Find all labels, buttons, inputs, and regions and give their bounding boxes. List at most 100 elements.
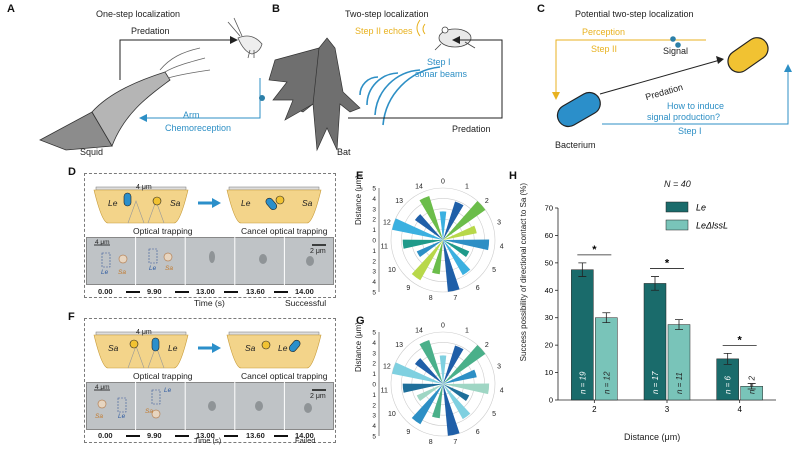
panel-e-ytick: 2 [372, 258, 376, 265]
panel-e-angle-label: 0 [441, 179, 445, 186]
panel-f-micro-le: Le [118, 413, 126, 420]
panel-d-time-0: 0.00 [98, 287, 113, 296]
panel-g-ytick: 4 [372, 340, 376, 347]
panel-a-arm: Arm [183, 110, 200, 120]
chart-ytick-label: 10 [545, 368, 553, 377]
panel-d-time-2: 13.00 [196, 287, 215, 296]
panel-g-wedge [432, 384, 443, 419]
chart-error-bar [723, 352, 732, 365]
panel-g-label: G [356, 315, 365, 327]
panel-b-diagram [268, 19, 503, 152]
panel-f-micro-le-2: Le [164, 387, 172, 394]
panel-g-ytick: 2 [372, 361, 376, 368]
panel-g-ytick: 3 [372, 350, 376, 357]
chart-ytick-label: 70 [545, 204, 553, 213]
panel-g-angle-label: 2 [485, 342, 489, 349]
panel-f-time-4: 14.00 [295, 431, 314, 440]
chart-ytick-label: 50 [545, 258, 553, 267]
panel-g-angle-label: 10 [388, 411, 396, 418]
panel-g-angle-label: 1 [465, 328, 469, 335]
panel-d-time-3: 13.60 [246, 287, 265, 296]
panel-c-induce-1: How to induce [667, 101, 725, 111]
panel-d-micro-sa: Sa [118, 269, 126, 276]
panel-e-angle-label: 3 [497, 219, 501, 226]
panel-c-induce-2: signal production? [647, 112, 721, 122]
panel-g-angle-label: 12 [383, 363, 391, 370]
panel-f-time-2: 13.00 [196, 431, 215, 440]
panel-e-angle-label: 13 [395, 198, 403, 205]
panel-g-ytick: 1 [372, 392, 376, 399]
panel-f-outcome: Failed [295, 436, 316, 445]
panel-e-angle-label: 8 [429, 295, 433, 302]
panel-e-angle-label: 10 [388, 267, 396, 274]
chart-error-bar [675, 319, 683, 330]
panel-f-time-label: Time (s) [194, 436, 222, 445]
panel-f-le: Le [168, 343, 178, 353]
panel-e-angle-label: 4 [500, 244, 504, 251]
bacterium-blue [556, 91, 601, 128]
panel-a-title: One-step localization [96, 9, 181, 19]
panel-f-time-bars [126, 435, 288, 437]
panel-b-predation: Predation [452, 124, 491, 134]
panel-e-angle-label: 1 [465, 184, 469, 191]
chart-n-label: n = 19 [578, 371, 587, 394]
panel-f-time-3: 13.60 [246, 431, 265, 440]
panel-e-wedge [443, 225, 477, 240]
chart-n-total: N = 40 [664, 179, 691, 189]
panel-e-wedge [432, 240, 443, 275]
panel-d-micro-sa-2: Sa [165, 265, 173, 272]
panel-e-wedge [419, 195, 443, 240]
panel-e-wedge [443, 239, 490, 251]
panel-g-angle-label: 4 [500, 388, 504, 395]
chart-legend-swatch [665, 201, 689, 213]
panel-d-sa: Sa [170, 198, 181, 208]
panel-f-cancel: Cancel optical trapping [241, 371, 328, 381]
panel-g-ytick: 5 [372, 330, 376, 337]
panel-g-wedge [392, 362, 443, 384]
panel-e-wedge [443, 240, 460, 292]
chart-error-bar [651, 276, 659, 291]
panel-d-time-label: Time (s) [194, 298, 225, 308]
panel-f-frame [84, 318, 336, 443]
panel-f-time-1: 9.90 [147, 431, 162, 440]
panel-g-angle-label: 11 [381, 388, 388, 395]
chart-n-label: n = 6 [724, 375, 733, 394]
panel-f-le-right: Le [278, 343, 288, 353]
chart-xtick-label: 2 [592, 405, 597, 414]
frog-icon [434, 26, 476, 51]
panel-e-ytick: 5 [372, 186, 376, 193]
panel-d-le-right: Le [241, 198, 251, 208]
panel-g-ytick: 4 [372, 423, 376, 430]
panel-e-ytick: 5 [372, 290, 376, 297]
chart-error-bar [578, 262, 587, 277]
chart-significance-star: * [592, 244, 597, 256]
chart-significance-star: * [738, 334, 743, 346]
panel-d-sa-right: Sa [302, 198, 313, 208]
chart-n-label: n = 2 [748, 375, 757, 394]
panel-a-label: A [7, 3, 15, 15]
panel-g-wedge [443, 384, 460, 436]
panel-b-bat: Bat [337, 147, 351, 157]
panel-f-optical: Optical trapping [133, 371, 193, 381]
panel-f-distance: 4 μm [136, 329, 152, 336]
panel-d-label: D [68, 166, 76, 178]
chart-error-bar [602, 312, 611, 324]
panel-g-wedge [416, 384, 443, 402]
panel-e-angle-label: 7 [453, 295, 457, 302]
panel-f-label: F [68, 311, 75, 323]
chart-error-bar [747, 383, 756, 390]
panel-e-angle-label: 2 [485, 198, 489, 205]
panel-d-micro-distance: 4 μm [95, 239, 110, 246]
chart-ytick-label: 30 [545, 313, 553, 322]
panel-f-micrographs [86, 382, 334, 430]
panel-c-signal: Signal [663, 46, 689, 56]
panel-c-bacterium: Bacterium [555, 140, 596, 150]
panel-e-ytick: 0 [372, 238, 376, 245]
panel-e-wedge [392, 218, 443, 240]
panel-g-ylabel: Distance (μm) [354, 322, 363, 372]
panel-a-diagram [39, 17, 265, 151]
panel-d-le: Le [108, 198, 118, 208]
panel-e-ytick: 4 [372, 196, 376, 203]
panel-g-wedge [419, 339, 443, 384]
